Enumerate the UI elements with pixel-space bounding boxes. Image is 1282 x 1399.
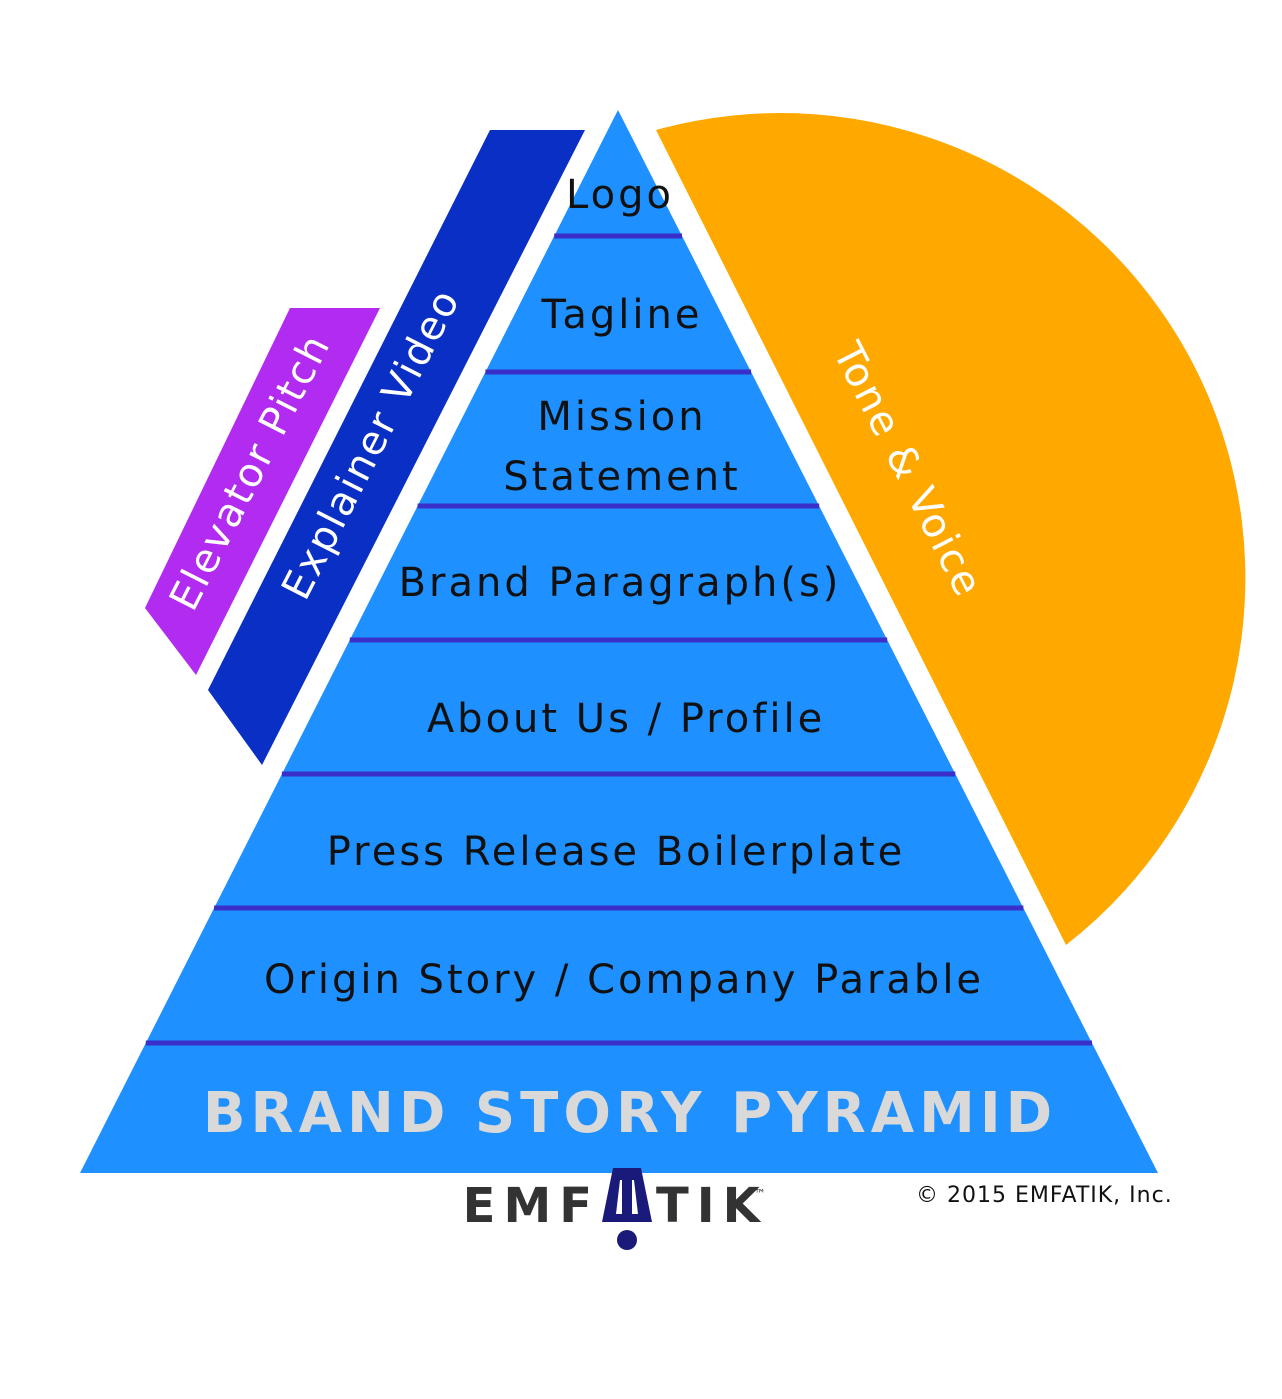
copyright-notice: © 2015 EMFATIK, Inc. bbox=[916, 1183, 1173, 1208]
tier-separators bbox=[145, 233, 1092, 1046]
tier-label-press-release: Press Release Boilerplate bbox=[327, 829, 906, 875]
elevator-pitch-band bbox=[145, 308, 380, 675]
tier-label-about-us: About Us / Profile bbox=[427, 696, 825, 742]
tier-labels: Logo Tagline Mission Statement Brand Par… bbox=[264, 172, 984, 1003]
diagram-title: BRAND STORY PYRAMID bbox=[203, 1081, 1057, 1146]
tier-label-mission: Mission bbox=[537, 394, 706, 440]
emfatik-logo: EMF TIK ™ bbox=[463, 1168, 768, 1250]
logo-exclamation-icon bbox=[602, 1168, 652, 1250]
tier-label-statement: Statement bbox=[503, 454, 741, 500]
tier-label-brand-paragraphs: Brand Paragraph(s) bbox=[399, 560, 842, 606]
logo-trademark: ™ bbox=[754, 1187, 766, 1201]
explainer-video-band bbox=[208, 130, 585, 765]
tone-voice-band bbox=[656, 113, 1246, 946]
logo-text-right: TIK bbox=[656, 1178, 768, 1234]
logo-text-left: EMF bbox=[463, 1178, 600, 1234]
tier-label-origin-story: Origin Story / Company Parable bbox=[264, 957, 984, 1003]
tier-label-tagline: Tagline bbox=[541, 292, 703, 338]
tier-label-logo: Logo bbox=[566, 172, 674, 218]
